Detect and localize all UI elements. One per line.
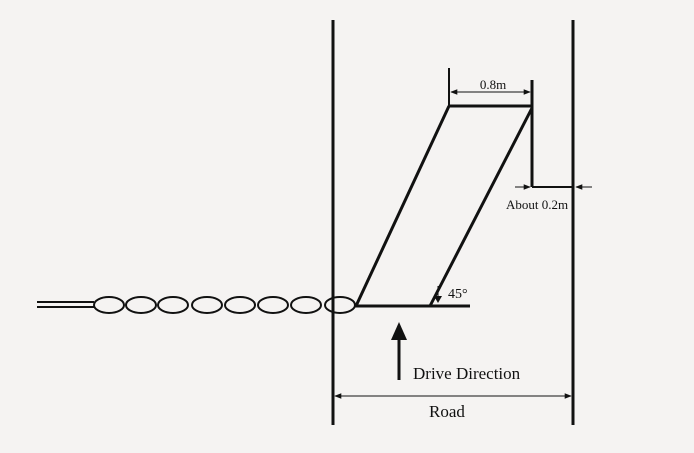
angle-label: 45° [448,287,468,302]
drive-direction-label: Drive Direction [413,364,521,383]
side-gap-label: About 0.2m [506,197,568,212]
sensor-loop [354,80,573,308]
drive-direction-arrow [391,322,407,380]
road-label: Road [429,402,465,421]
top-width-label: 0.8m [480,77,506,92]
top-width-dimension [448,68,531,106]
cable [37,296,356,314]
angle-marker [434,286,442,303]
